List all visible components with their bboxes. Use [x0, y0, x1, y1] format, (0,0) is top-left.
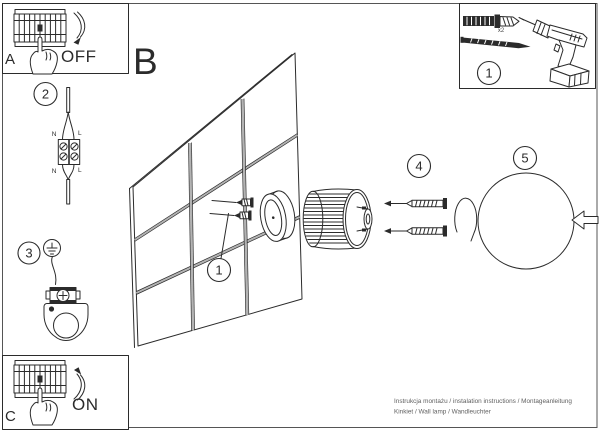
on-label: ON: [72, 395, 99, 414]
breaker-switch-icon: [37, 24, 43, 32]
glass-shade-step: 5: [454, 145, 599, 270]
ground-connection-step: 3: [17, 239, 89, 341]
step-2-number: 2: [42, 87, 49, 102]
step-1-number: 1: [215, 263, 222, 278]
step-5-badge: [512, 145, 538, 171]
lamp-body-icon: [302, 188, 373, 250]
panel-a-letter: A: [5, 51, 15, 68]
power-off-panel: A OFF: [2, 3, 129, 75]
wall-anchor-icon: [463, 14, 520, 28]
tile-seams: [134, 98, 301, 331]
wire-connection-step: 2 N L N L: [33, 81, 82, 205]
wire-l-top-label: L: [78, 130, 82, 137]
mounting-ring-icon: [259, 190, 296, 242]
step-3-badge: [17, 241, 41, 265]
gasket-loop-icon: [454, 197, 478, 242]
glass-ball-icon: [477, 172, 575, 270]
drum-flutes: [303, 193, 351, 244]
lamp-socket-icon: [356, 206, 373, 232]
breaker-panel-icon: [13, 9, 67, 47]
breaker-panel-icon: [13, 360, 67, 426]
step-5-number: 5: [521, 151, 528, 166]
tools-step-badge: [476, 60, 502, 86]
step-4-badge: [406, 153, 432, 179]
wire-l-bottom-label: L: [78, 167, 82, 174]
step-3-number: 3: [25, 246, 32, 261]
tools-step-number: 1: [485, 66, 492, 81]
insert-arrow-icon: [571, 210, 599, 230]
mounting-screws-step: 4: [384, 153, 447, 237]
power-on-panel: C ON: [2, 355, 129, 430]
cable-top: [66, 87, 71, 113]
ground-terminal-icon: [45, 287, 81, 304]
long-screw-icon: [460, 36, 531, 49]
wire-n-top-label: N: [52, 131, 57, 138]
fixing-screw: [384, 198, 447, 209]
off-label: OFF: [61, 47, 97, 66]
footer-text: Instrukcja montażu / instalation instruc…: [394, 398, 572, 416]
wall-screw: [211, 197, 254, 208]
arrow-up-icon: [73, 367, 86, 401]
footer-line-2: Kinkiet / Wall lamp / Wandleuchter: [394, 409, 492, 416]
cable-bottom: [66, 179, 71, 205]
wall-diagram: 1: [129, 52, 303, 348]
step-4-number: 4: [415, 159, 422, 174]
mounting-bracket-icon: [43, 303, 89, 341]
hand-press-icon: [29, 36, 58, 75]
footer-line-1: Instrukcja montażu / instalation instruc…: [394, 398, 572, 405]
step-1-badge: [206, 257, 232, 283]
fixing-screw: [384, 225, 447, 237]
tools-panel: x2 1: [459, 3, 596, 89]
ground-wire: [51, 256, 57, 285]
section-b-label: B: [133, 41, 158, 82]
drill-icon: [518, 17, 590, 88]
hand-press-icon: [29, 387, 58, 426]
earth-symbol-icon: [43, 239, 61, 257]
panel-c-letter: C: [5, 408, 16, 425]
wall-screw: [209, 210, 252, 221]
terminal-block-icon: [57, 139, 81, 165]
arrow-down-icon: [73, 11, 86, 45]
step-2-badge: [33, 81, 58, 107]
page-frame: [2, 3, 598, 428]
wire-n-bottom-label: N: [52, 168, 57, 175]
anchor-quantity-label: x2: [498, 28, 505, 34]
